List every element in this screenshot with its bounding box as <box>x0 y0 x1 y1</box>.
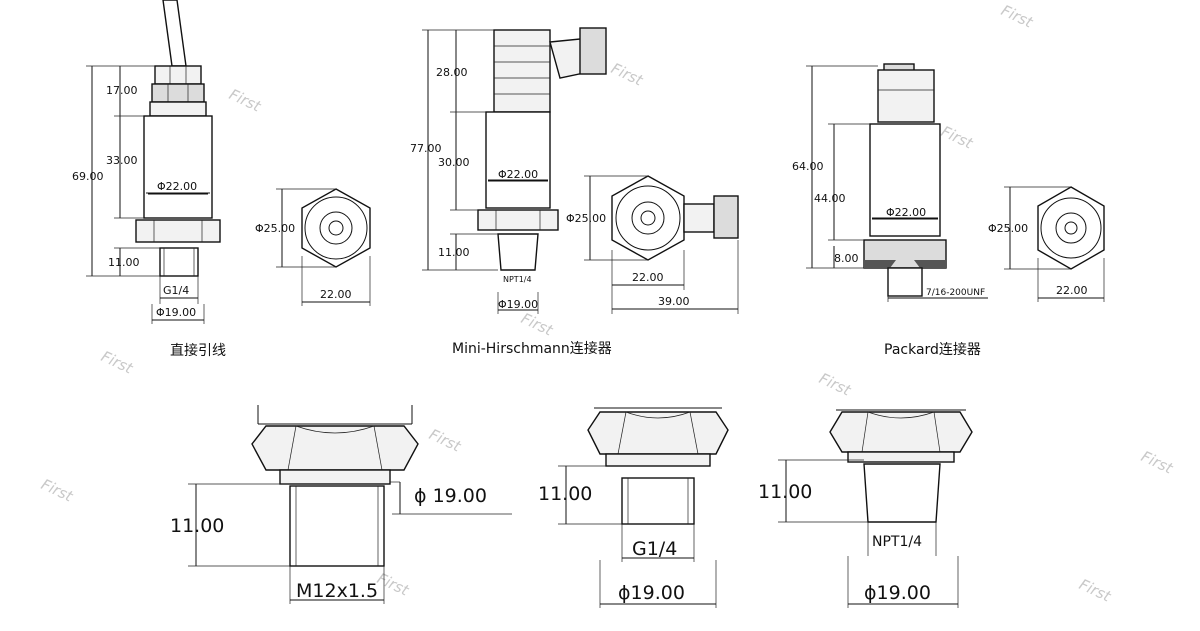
thread-npt <box>863 463 941 523</box>
hex-nut <box>135 219 221 243</box>
dim-phi22: Φ22.00 <box>886 206 926 219</box>
dim-phi25: Φ25.00 <box>255 222 295 235</box>
caption-packard: Packard连接器 <box>884 341 981 358</box>
connector-screw <box>713 195 739 239</box>
caption-direct-cable: 直接引线 <box>170 342 226 359</box>
dim-22: 22.00 <box>320 288 352 301</box>
dim-phi19: ϕ19.00 <box>618 582 685 604</box>
dim-phi19: Φ19.00 <box>498 298 538 311</box>
dim-22: 22.00 <box>1056 284 1088 297</box>
sensor-packard: 64.00 44.00 8.00 Φ22.00 7/16-200UNF Pack… <box>792 63 988 358</box>
dim-npt: NPT1/4 <box>872 534 922 550</box>
dim-11: 11.00 <box>538 483 592 505</box>
watermark: First <box>1076 575 1114 606</box>
hex-nut <box>251 425 419 471</box>
watermark: First <box>518 309 556 340</box>
packard-connector <box>877 69 935 123</box>
dim-28: 28.00 <box>436 66 468 79</box>
connector-plug <box>493 29 551 113</box>
thread-unf <box>887 267 923 297</box>
cable-gland <box>154 65 202 85</box>
dim-8: 8.00 <box>834 252 859 265</box>
hex-nut <box>829 411 973 453</box>
thread-m12 <box>289 485 385 567</box>
hex-nut <box>587 411 729 455</box>
dim-npt: NPT1/4 <box>503 275 532 284</box>
dim-unf: 7/16-200UNF <box>926 288 985 298</box>
dim-11: 11.00 <box>170 515 224 537</box>
watermark: First <box>938 122 976 153</box>
thread-npt <box>497 233 539 271</box>
sensor-direct-cable: 17.00 33.00 69.00 11.00 Φ22.00 G1/4 Φ19.… <box>72 0 226 359</box>
dim-g14: G1/4 <box>163 284 189 297</box>
watermark: First <box>1138 447 1176 478</box>
hex-top-view-1: Φ25.00 22.00 <box>255 188 371 306</box>
dim-g14: G1/4 <box>632 538 677 560</box>
watermark: First <box>98 347 136 378</box>
hex-nut <box>477 209 559 231</box>
dim-30: 30.00 <box>438 156 470 169</box>
detail-m12: 11.00 ϕ 19.00 M12x1.5 <box>170 405 512 604</box>
dim-phi25: Φ25.00 <box>988 222 1028 235</box>
dim-33: 33.00 <box>106 154 138 167</box>
watermark: First <box>374 569 412 600</box>
housing <box>143 115 213 219</box>
housing <box>485 111 551 209</box>
dim-22: 22.00 <box>632 271 664 284</box>
sensor-hirschmann: 28.00 77.00 30.00 11.00 Φ22.00 NPT1/4 Φ1… <box>410 27 612 357</box>
dim-phi19: Φ19.00 <box>156 306 196 319</box>
watermark: First <box>38 475 76 506</box>
watermark: First <box>608 59 646 90</box>
dim-phi25: Φ25.00 <box>566 212 606 225</box>
gland-nut <box>151 83 205 103</box>
dim-phi19: ϕ 19.00 <box>414 485 487 507</box>
caption-hirschmann: Mini-Hirschmann连接器 <box>452 340 612 357</box>
dim-phi19: ϕ19.00 <box>864 582 931 604</box>
detail-g14: 11.00 G1/4 ϕ19.00 <box>538 407 729 608</box>
dim-11: 11.00 <box>758 481 812 503</box>
cable <box>162 0 187 67</box>
watermark: First <box>816 369 854 400</box>
dim-64: 64.00 <box>792 160 824 173</box>
connector-screw <box>579 27 607 75</box>
dim-11: 11.00 <box>438 246 470 259</box>
detail-npt14: 11.00 NPT1/4 ϕ19.00 <box>758 409 973 608</box>
dim-39: 39.00 <box>658 295 690 308</box>
dim-69: 69.00 <box>72 170 104 183</box>
dim-44: 44.00 <box>814 192 846 205</box>
dim-17: 17.00 <box>106 84 138 97</box>
watermark: First <box>426 425 464 456</box>
dim-11: 11.00 <box>108 256 140 269</box>
housing <box>869 123 941 237</box>
dim-77: 77.00 <box>410 142 442 155</box>
thread-g14 <box>621 477 695 525</box>
dim-m12: M12x1.5 <box>296 580 378 602</box>
watermark: First <box>226 85 264 116</box>
watermark: First <box>998 1 1036 32</box>
dim-phi22: Φ22.00 <box>498 168 538 181</box>
hex-top-view-2: Φ25.00 22.00 39.00 <box>566 175 739 314</box>
dim-phi22: Φ22.00 <box>157 180 197 193</box>
hex-top-view-3: Φ25.00 22.00 <box>988 186 1105 302</box>
thread-g14 <box>159 247 199 277</box>
